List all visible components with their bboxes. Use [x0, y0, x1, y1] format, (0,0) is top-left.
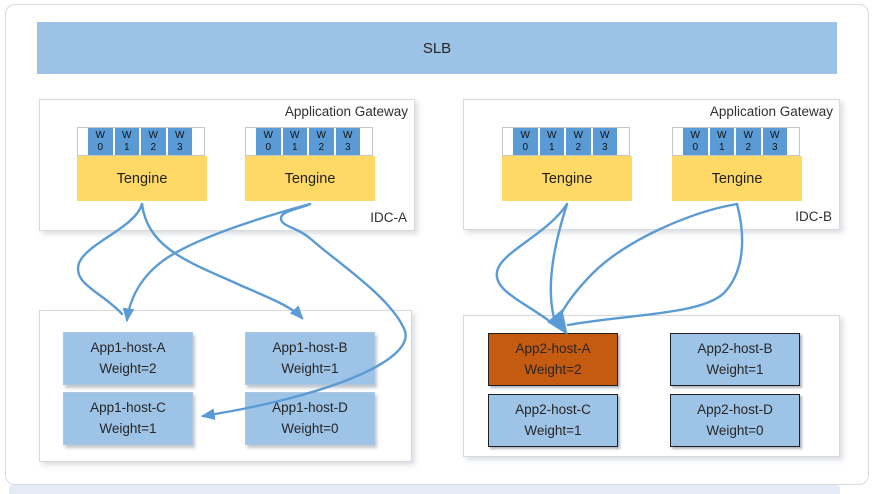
gateway-title: Application Gateway — [709, 104, 833, 119]
worker-letter: W — [316, 130, 326, 142]
idc-a-label: IDC-A — [370, 210, 407, 225]
host-box-app1-a: App1-host-A Weight=2 — [63, 332, 193, 385]
tengine-label: Tengine — [541, 170, 593, 187]
host-name: App2-host-B — [697, 341, 773, 357]
worker-index: 3 — [601, 141, 608, 153]
tengine-box: Tengine — [672, 156, 802, 201]
host-box-app1-d: App1-host-D Weight=0 — [245, 392, 375, 445]
tengine-box: Tengine — [245, 156, 375, 201]
worker-index: 2 — [745, 141, 752, 153]
worker-letter: W — [263, 130, 273, 142]
slb-bar: SLB — [37, 22, 837, 74]
gateway-title: Application Gateway — [284, 104, 408, 119]
worker-index: 0 — [97, 141, 104, 153]
host-weight: Weight=0 — [706, 422, 764, 438]
host-name: App1-host-B — [272, 340, 348, 356]
host-box-app2-c: App2-host-C Weight=1 — [488, 394, 618, 447]
worker-index: 0 — [265, 141, 272, 153]
worker-index: 0 — [692, 141, 699, 153]
worker-letter: W — [148, 130, 158, 142]
worker-index: 0 — [522, 141, 529, 153]
worker-letter: W — [690, 130, 700, 142]
worker-letter: W — [122, 130, 132, 142]
host-box-app1-c: App1-host-C Weight=1 — [63, 392, 193, 445]
worker-letter: W — [175, 130, 185, 142]
host-box-app2-b: App2-host-B Weight=1 — [670, 333, 800, 386]
bottom-edge-bar — [9, 485, 840, 494]
worker-index: 2 — [575, 141, 582, 153]
slb-label: SLB — [422, 39, 452, 57]
host-weight: Weight=1 — [524, 422, 582, 438]
worker-letter: W — [717, 130, 727, 142]
host-weight: Weight=0 — [281, 420, 339, 436]
host-weight: Weight=2 — [524, 361, 582, 377]
worker-index: 3 — [176, 141, 183, 153]
worker-letter: W — [343, 130, 353, 142]
worker-letter: W — [600, 130, 610, 142]
worker-index: 2 — [150, 141, 157, 153]
worker-letter: W — [743, 130, 753, 142]
worker-index: 1 — [123, 141, 130, 153]
host-name: App1-host-A — [90, 340, 166, 356]
worker-index: 3 — [344, 141, 351, 153]
idc-b-label: IDC-B — [795, 209, 832, 224]
host-name: App1-host-D — [272, 400, 348, 416]
host-name: App1-host-C — [90, 400, 166, 416]
tengine-box: Tengine — [502, 156, 632, 201]
host-name: App2-host-C — [515, 402, 591, 418]
host-name: App2-host-A — [515, 341, 591, 357]
host-weight: Weight=1 — [706, 361, 764, 377]
worker-letter: W — [770, 130, 780, 142]
worker-index: 1 — [718, 141, 725, 153]
worker-letter: W — [573, 130, 583, 142]
worker-letter: W — [290, 130, 300, 142]
tengine-label: Tengine — [711, 170, 763, 187]
host-box-app2-a: App2-host-A Weight=2 — [488, 333, 618, 386]
worker-index: 2 — [318, 141, 325, 153]
host-weight: Weight=2 — [99, 360, 157, 376]
host-weight: Weight=1 — [281, 360, 339, 376]
worker-index: 1 — [291, 141, 298, 153]
host-name: App2-host-D — [697, 402, 773, 418]
worker-index: 1 — [548, 141, 555, 153]
worker-index: 3 — [771, 141, 778, 153]
worker-letter: W — [547, 130, 557, 142]
host-weight: Weight=1 — [99, 420, 157, 436]
tengine-label: Tengine — [116, 170, 168, 187]
tengine-box: Tengine — [77, 156, 207, 201]
worker-letter: W — [95, 130, 105, 142]
host-box-app1-b: App1-host-B Weight=1 — [245, 332, 375, 385]
host-box-app2-d: App2-host-D Weight=0 — [670, 394, 800, 447]
tengine-label: Tengine — [284, 170, 336, 187]
worker-letter: W — [520, 130, 530, 142]
